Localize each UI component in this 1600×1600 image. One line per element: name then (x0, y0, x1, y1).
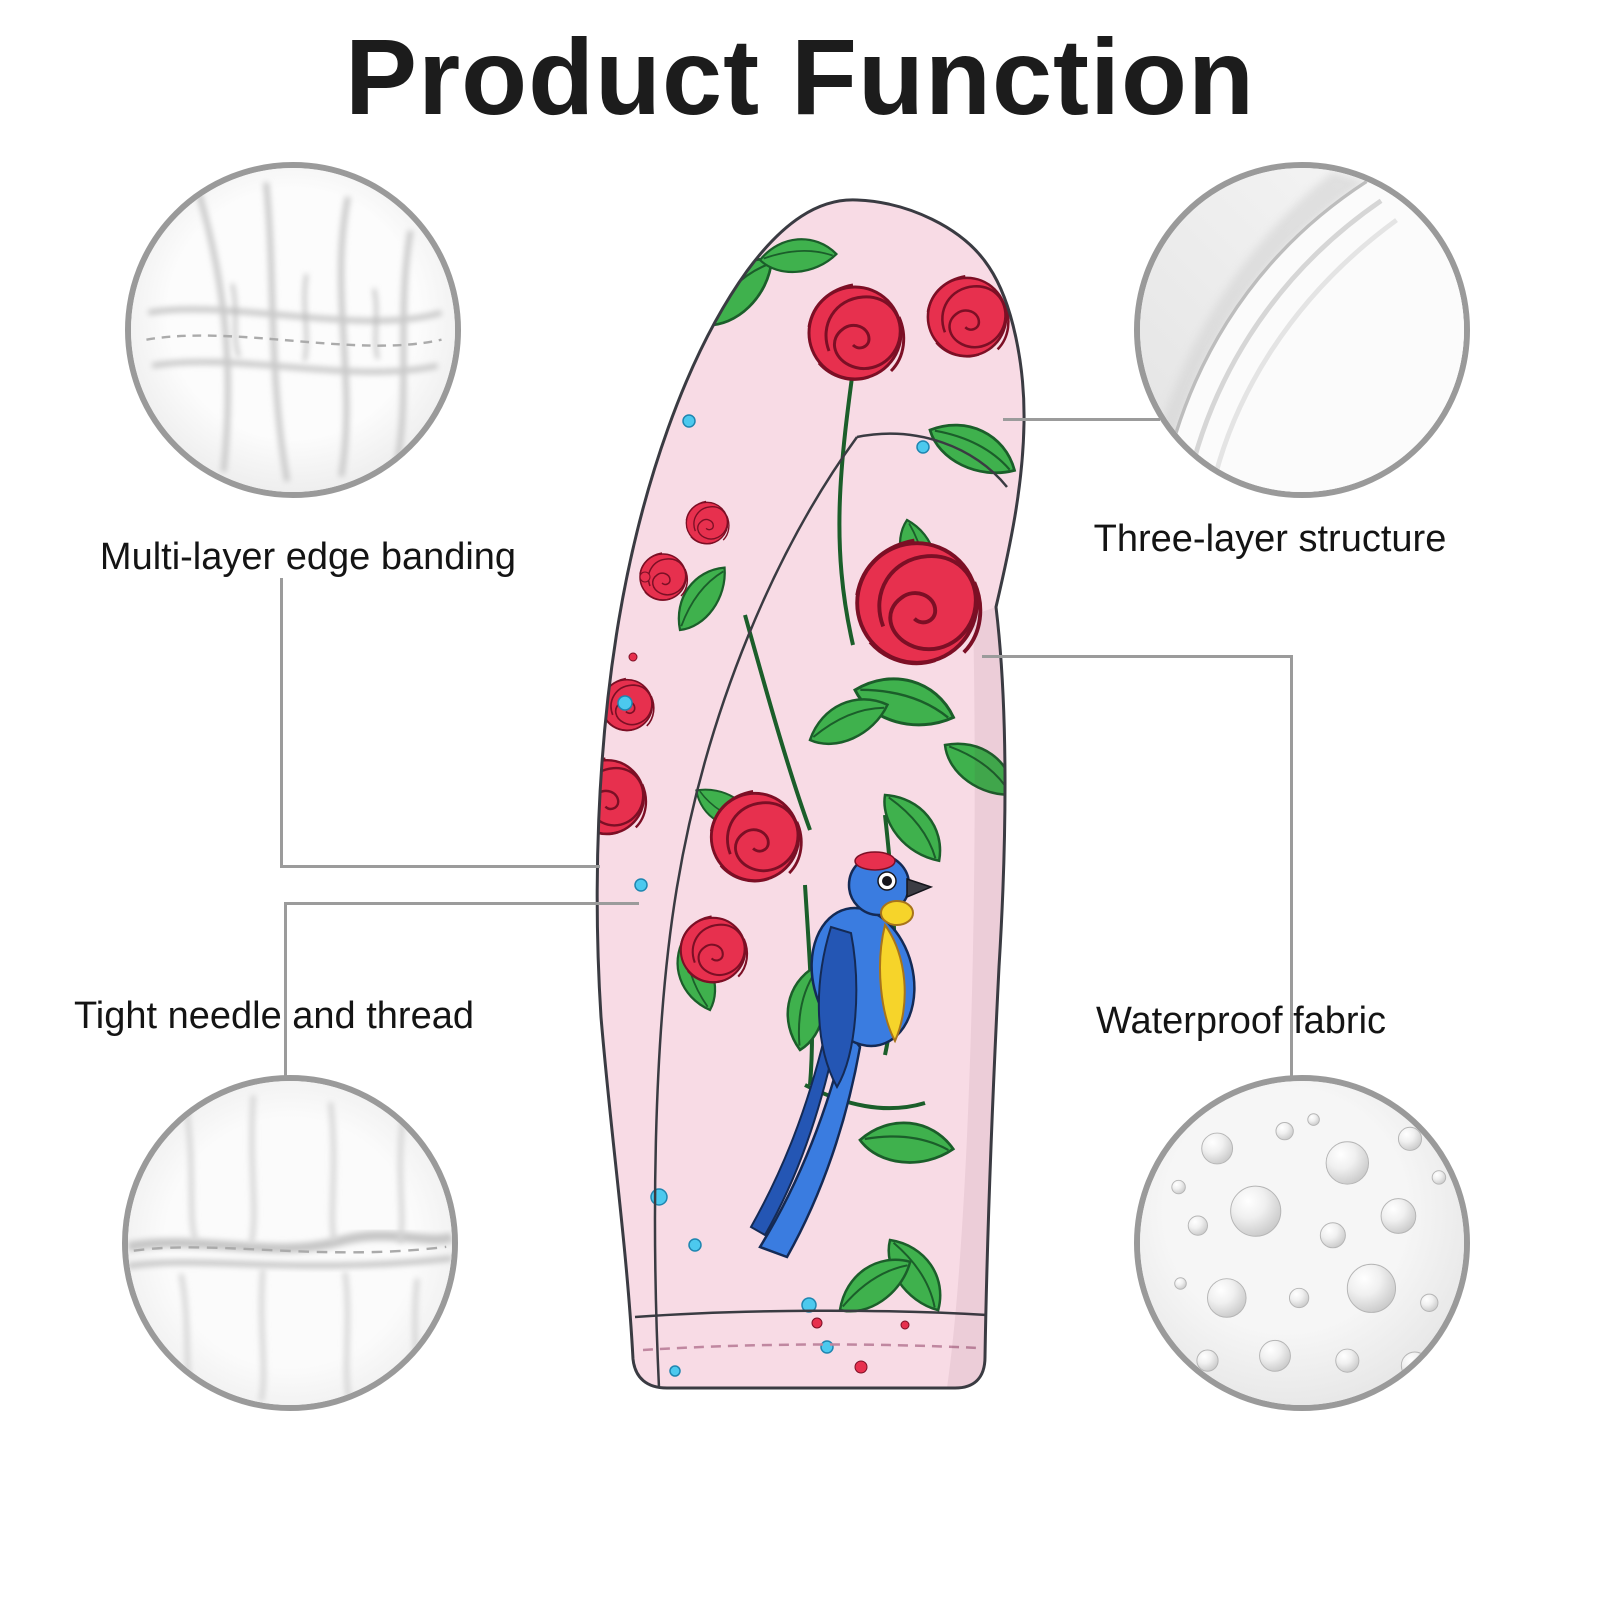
connector-line-waterproof-vertical (1290, 655, 1293, 1078)
connector-line-three-layer-horizontal (1003, 418, 1160, 421)
water-droplets-image (1140, 1081, 1464, 1405)
leather-seam-texture-image (128, 1081, 452, 1405)
feature-label-three-layer-structure: Three-layer structure (1093, 518, 1447, 560)
feature-photo-multi-layer-edge-banding (125, 162, 461, 498)
connector-line-needle-thread-vertical (284, 902, 287, 1078)
feature-label-multi-layer-edge-banding: Multi-layer edge banding (99, 536, 517, 578)
three-layer-structure-image (1140, 168, 1464, 492)
feature-photo-three-layer-structure (1134, 162, 1470, 498)
connector-line-needle-thread-horizontal (284, 902, 639, 905)
feature-label-waterproof-fabric: Waterproof fabric (1095, 1000, 1387, 1042)
product-image-golf-headcover (555, 185, 1035, 1400)
page-title: Product Function (345, 16, 1255, 137)
feature-photo-waterproof-fabric (1134, 1075, 1470, 1411)
feature-photo-tight-needle-and-thread (122, 1075, 458, 1411)
connector-line-waterproof-horizontal (982, 655, 1293, 658)
bird-illustration (749, 851, 934, 1259)
headcover-illustration (595, 198, 1026, 1390)
feature-label-tight-needle-and-thread: Tight needle and thread (73, 995, 474, 1037)
leather-edge-banding-texture-image (131, 168, 455, 492)
connector-line-edge-banding-horizontal (280, 865, 600, 868)
connector-line-edge-banding-vertical (280, 578, 283, 868)
